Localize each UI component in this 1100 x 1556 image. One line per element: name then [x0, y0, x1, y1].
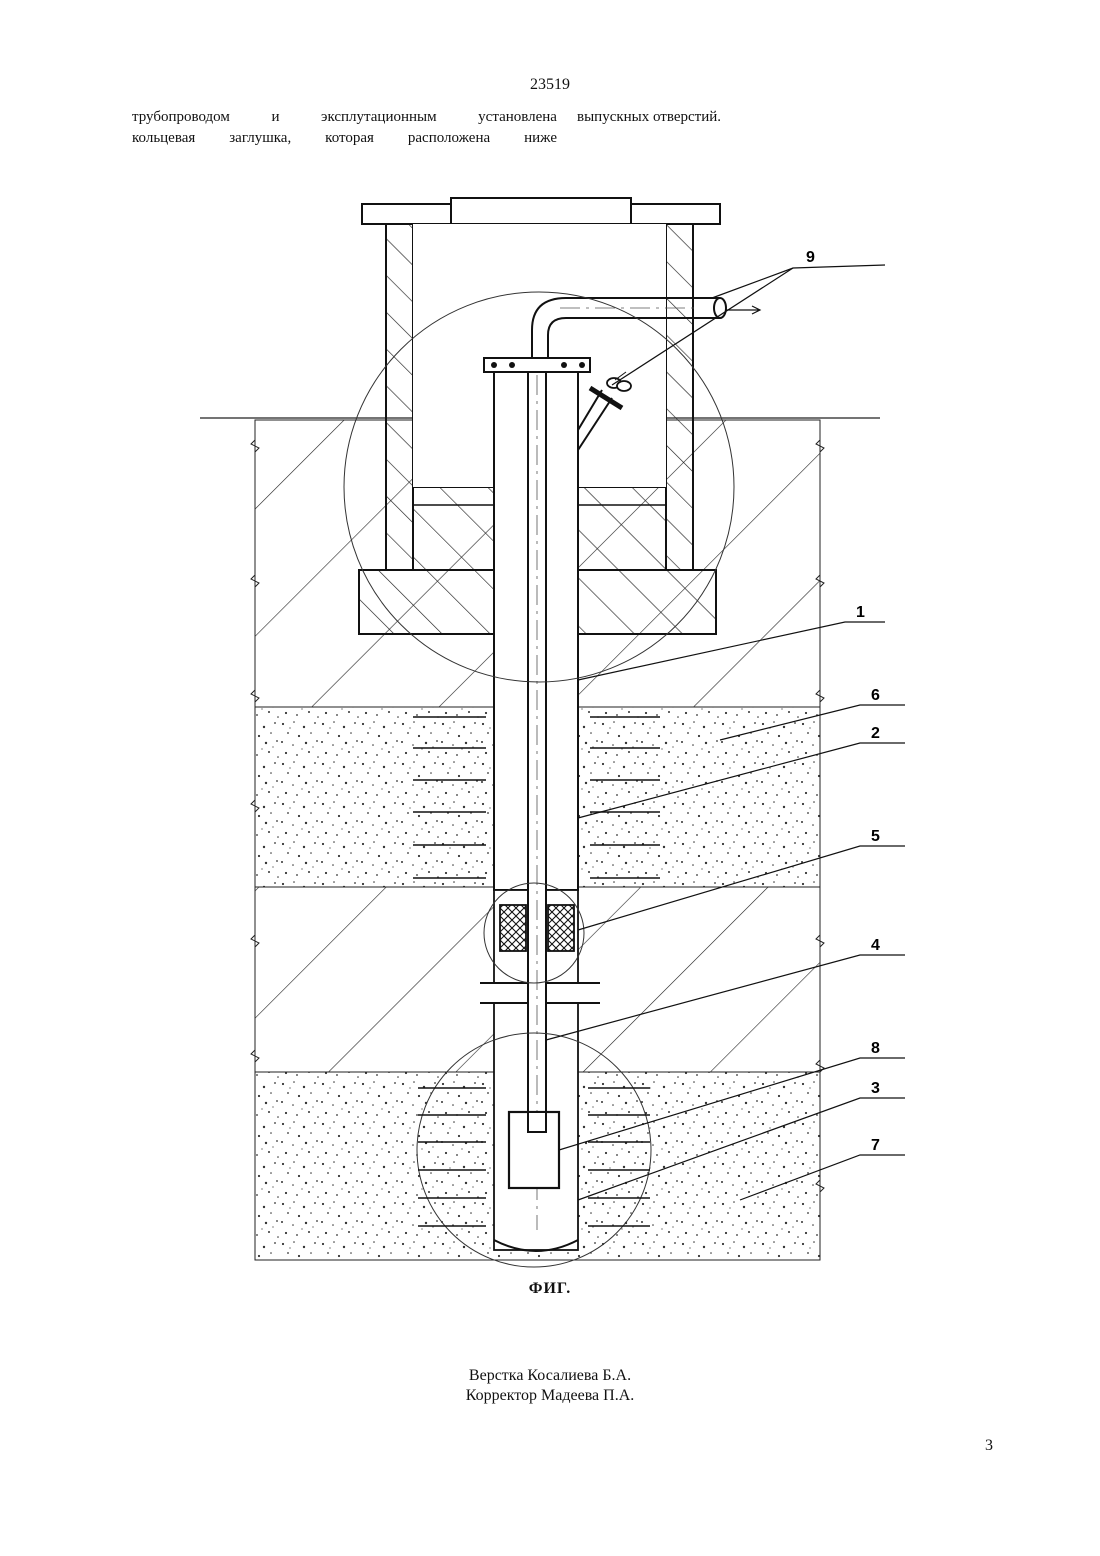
label-6: 6	[871, 687, 880, 704]
chamber-wall-right	[666, 222, 693, 570]
label-8: 8	[871, 1040, 880, 1057]
word: расположена	[408, 128, 490, 149]
credits-block: Верстка Косалиева Б.А. Корректор Мадеева…	[0, 1366, 1100, 1406]
layout-credit: Верстка Косалиева Б.А.	[0, 1366, 1100, 1386]
word: ниже	[524, 128, 557, 149]
well-diagram: 9 1 6 2 5 4 8 3 7	[157, 184, 972, 1299]
label-3: 3	[871, 1080, 880, 1097]
ring-plug-left	[500, 905, 526, 951]
word: и	[271, 107, 279, 128]
ring-plug-right	[548, 905, 574, 951]
figure-caption: ФИГ.	[0, 1280, 1100, 1298]
label-1: 1	[856, 604, 865, 621]
word: эксплутационным	[321, 107, 437, 128]
word: заглушка,	[229, 128, 291, 149]
document-number: 23519	[0, 76, 1100, 94]
body-text-left-column: трубопроводом и эксплутационным установл…	[132, 107, 557, 149]
word: установлена	[478, 107, 557, 128]
word: кольцевая	[132, 128, 195, 149]
cover-hatch	[451, 198, 631, 224]
label-2: 2	[871, 725, 880, 742]
label-7: 7	[871, 1137, 880, 1154]
proof-credit: Корректор Мадеева П.А.	[0, 1386, 1100, 1406]
word: трубопроводом	[132, 107, 230, 128]
body-text-line-2: кольцевая заглушка, которая расположена …	[132, 128, 557, 149]
label-9: 9	[806, 249, 815, 266]
body-text-line-1: трубопроводом и эксплутационным установл…	[132, 107, 557, 128]
chamber-wall-left	[386, 222, 413, 570]
label-5: 5	[871, 828, 880, 845]
wellhead-flange	[484, 358, 590, 372]
body-text-right-column: выпускных отверстий.	[577, 107, 721, 128]
label-4: 4	[871, 937, 880, 954]
word: которая	[325, 128, 374, 149]
page-number: 3	[985, 1437, 993, 1455]
